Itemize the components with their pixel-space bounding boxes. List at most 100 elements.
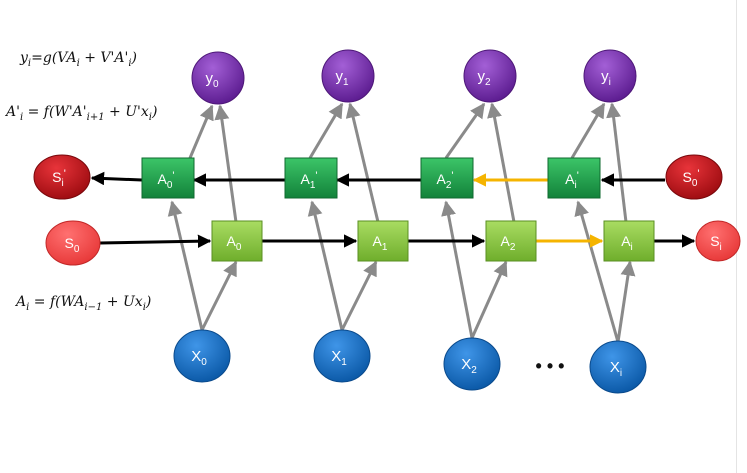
backward-cell-a1-prime-box <box>284 157 338 199</box>
node-label-sub: 0 <box>692 178 698 189</box>
equation-subscript: i <box>19 111 24 123</box>
node-label-base: y <box>205 70 213 87</box>
equation-subscript: i−1 <box>84 301 103 313</box>
node-label-sub: 2 <box>510 242 516 253</box>
backward-cells: A0' A1' A2' Ai' <box>141 157 601 199</box>
equation-term: A' <box>6 104 20 120</box>
s0-to-a0-arrow <box>99 234 212 248</box>
node-label-sub: 0 <box>236 242 242 253</box>
forward-cell-label-a0: A0 <box>227 233 242 253</box>
state-node-s0-prime: S0' <box>665 154 723 200</box>
output-node-y0: y0 <box>191 51 245 105</box>
state-node-si: Si <box>695 220 741 262</box>
output-node-y0-circle <box>191 51 245 105</box>
sequence-ellipsis: • • • <box>536 356 565 376</box>
node-label-sub: i <box>631 242 633 253</box>
equation-subscript: i <box>27 57 32 69</box>
forward-cell-a2: A2 <box>485 220 537 262</box>
forward-cell-label-a2: A2 <box>501 233 516 253</box>
a0-prime-to-si-prime-arrow <box>90 171 143 186</box>
node-label-sub: 1 <box>343 77 349 88</box>
forward-cell-ai: Ai <box>603 220 655 262</box>
backward-cell-a2-prime: A2' <box>420 157 474 199</box>
output-equation: yi=g(VAi + V'A'i) <box>20 50 137 69</box>
state-node-si-shape <box>695 220 741 262</box>
state-node-si-prime: Si' <box>33 154 91 200</box>
equation-term: + V'A' <box>79 50 129 66</box>
node-label-base: A <box>300 171 310 187</box>
backward-cell-a0-prime: A0' <box>141 157 195 199</box>
output-node-yi-circle <box>583 49 637 103</box>
backward-cell-label-a2-prime: A2' <box>436 170 453 191</box>
input-node-x1-circle <box>313 329 371 383</box>
state-label-si: Si <box>710 233 722 253</box>
node-label-sub: 0 <box>167 180 173 191</box>
node-label-sub: 0 <box>201 357 207 368</box>
input-label-x0: X0 <box>191 348 207 368</box>
a0-prime-to-y0-connector <box>188 104 214 159</box>
node-label-sup: ' <box>577 170 579 182</box>
node-label-base: S <box>52 169 61 185</box>
backward-cell-a0-prime-box <box>141 157 195 199</box>
equation-subscript: i <box>148 111 152 123</box>
x0-to-a0-prime-connector <box>167 200 204 331</box>
node-label-sub: 0 <box>213 79 219 90</box>
equation-term: =g(VA <box>31 50 77 66</box>
equation-term: = f(WA <box>29 294 85 310</box>
forward-cell-a1-box <box>357 220 409 262</box>
node-label-base: A <box>157 171 167 187</box>
equation-term: ) <box>152 104 158 120</box>
forward-cell-ai-box <box>603 220 655 262</box>
backward-cell-ai-prime: Ai' <box>547 157 601 199</box>
output-label-y2: y2 <box>477 68 491 88</box>
ai-prime-to-yi-connector <box>570 102 606 159</box>
output-nodes: y0 y1 y2 yi <box>191 49 637 105</box>
forward-cell-a2-box <box>485 220 537 262</box>
output-node-y2-circle <box>463 49 517 103</box>
forward-cell-a0: A0 <box>211 220 263 262</box>
ai-to-yi-connector <box>606 102 628 223</box>
forward-cell-label-ai: Ai <box>621 233 633 253</box>
backward-cell-label-a1-prime: A1' <box>300 170 317 191</box>
x2-to-a2-connector <box>470 260 508 339</box>
input-label-x1: X1 <box>331 348 347 368</box>
backward-cell-label-a0-prime: A0' <box>157 170 174 191</box>
state-label-s0-prime: S0' <box>682 168 699 189</box>
input-label-xi: Xi <box>610 359 622 379</box>
node-label-sub: 1 <box>341 357 347 368</box>
node-label-base: X <box>610 359 620 376</box>
equation-term: + Ux <box>102 294 143 310</box>
equation-subscript: i <box>128 57 132 69</box>
node-label-sub: 2 <box>471 365 477 376</box>
backward-state-equation: A'i = f(W'A'i+1 + U'xi) <box>6 104 157 123</box>
equation-subscript: i <box>142 301 146 313</box>
node-label-sup: ' <box>64 168 66 180</box>
x1-to-a1-prime-connector <box>307 200 344 331</box>
state-label-s0: S0 <box>65 235 80 255</box>
x2-to-a2-prime-connector <box>441 200 474 339</box>
input-node-x2-circle <box>443 337 501 391</box>
input-node-xi: Xi <box>589 340 647 394</box>
equation-term: = f(W'A' <box>23 104 87 120</box>
node-label-base: y <box>335 68 343 85</box>
backward-cell-ai-prime-box <box>547 157 601 199</box>
backward-cell-a2-prime-box <box>420 157 474 199</box>
node-label-base: X <box>461 356 471 373</box>
forward-state-equation: Ai = f(WAi−1 + Uxi) <box>16 294 151 313</box>
state-node-s0-prime-shape <box>665 154 723 200</box>
input-node-x0-circle <box>173 329 231 383</box>
state-label-si-prime: Si' <box>52 168 66 189</box>
output-label-y0: y0 <box>205 70 219 90</box>
forward-cells: A0 A1 A2 Ai <box>211 220 655 262</box>
equation-term: ) <box>131 50 137 66</box>
forward-cell-label-a1: A1 <box>373 233 388 253</box>
input-nodes: X0 X1 X2 Xi <box>173 329 647 394</box>
a1-prime-to-y1-connector <box>308 102 344 159</box>
node-label-sub: i <box>609 77 611 88</box>
input-node-x0: X0 <box>173 329 231 383</box>
input-node-xi-circle <box>589 340 647 394</box>
output-label-yi: yi <box>601 68 611 88</box>
a2-to-y2-connector <box>487 102 516 223</box>
forward-recurrent-arrows <box>99 234 696 248</box>
